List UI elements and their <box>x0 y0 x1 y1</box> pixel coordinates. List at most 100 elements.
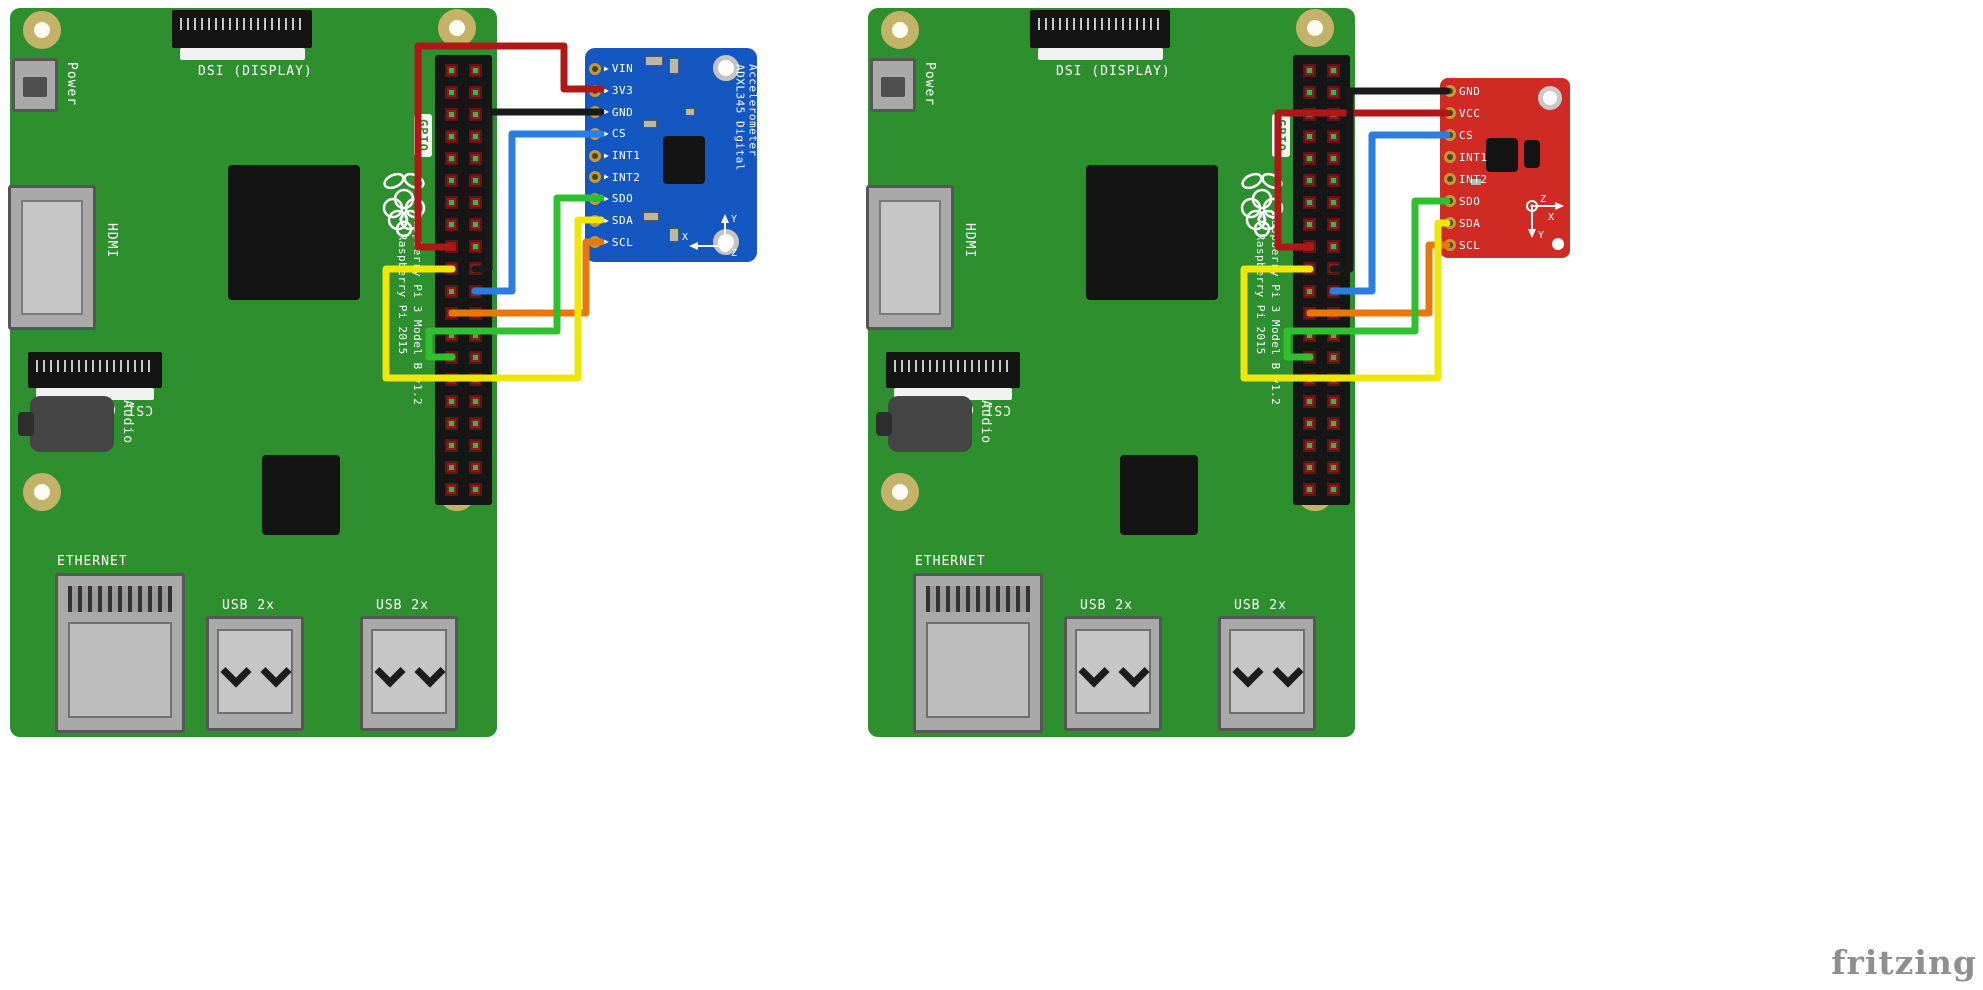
gpio-pin <box>468 152 482 166</box>
gpio-pin <box>1326 218 1340 232</box>
mounting-hole <box>1296 9 1334 47</box>
board-copyright: © Raspberry Pi 2015 <box>1254 213 1267 355</box>
gpio-pin <box>445 108 459 122</box>
power-label: Power <box>922 62 937 107</box>
usb-label: USB 2x <box>1080 598 1133 613</box>
adxl345-chip <box>663 136 705 184</box>
mounting-hole <box>438 9 476 47</box>
hdmi-label: HDMI <box>104 223 119 259</box>
gpio-pin <box>1303 240 1317 254</box>
gpio-pin <box>445 372 459 386</box>
adxl345-chip <box>1486 138 1518 172</box>
gpio-pin <box>1326 416 1340 430</box>
pin-label: CS <box>1459 128 1474 142</box>
axis-y-label: Y <box>731 214 737 225</box>
usb-label: USB 2x <box>376 598 429 613</box>
board-copyright: © Raspberry Pi 2015 <box>396 213 409 355</box>
soc-chip <box>228 165 360 300</box>
pin-pad-icon <box>589 171 601 184</box>
gpio-pin <box>468 86 482 100</box>
smd-component <box>669 228 679 242</box>
gpio-header <box>1293 55 1350 505</box>
usb-contact-icon <box>374 656 406 688</box>
gpio-pin <box>468 108 482 122</box>
dsi-connector <box>172 10 312 48</box>
usb-port <box>206 616 304 731</box>
pin-label: INT1 <box>611 149 641 163</box>
usb-contact-icon <box>260 656 292 688</box>
gpio-pin <box>468 218 482 232</box>
ethernet-port <box>55 573 185 733</box>
mounting-hole <box>23 473 61 511</box>
gpio-pin <box>445 328 459 342</box>
pin-arrow-icon: ▶ <box>604 85 609 95</box>
pin-label: GND <box>1459 84 1481 98</box>
audio-label: Audio <box>978 400 993 445</box>
gpio-pin <box>1326 86 1340 100</box>
power-label: Power <box>64 62 79 107</box>
pin-label: SCL <box>611 235 634 249</box>
usb-port <box>1218 616 1316 731</box>
fritzing-watermark: fritzing <box>1831 943 1977 982</box>
hdmi-connector <box>866 185 954 330</box>
raspberry-pi-board-right: DSI (DISPLAY) Power HDMI GPIO © Raspberr… <box>866 8 1355 737</box>
gpio-pin <box>468 306 482 320</box>
breakout-title-line: Accelerometer <box>746 64 760 157</box>
gpio-pin <box>1326 262 1340 276</box>
gpio-pin <box>1326 174 1340 188</box>
gpio-pin <box>1303 86 1317 100</box>
ethernet-label: ETHERNET <box>57 554 128 569</box>
breakout-pin-row: SCL <box>1442 234 1488 256</box>
breakout-pin-row: CS <box>1442 124 1488 146</box>
gpio-label: GPIO <box>414 114 432 157</box>
smd-component <box>643 212 659 221</box>
usb-contact-icon <box>1272 656 1304 688</box>
pin-label: SDA <box>611 214 634 228</box>
smd-component <box>1470 178 1482 186</box>
secondary-chip <box>262 455 340 535</box>
dsi-label: DSI (DISPLAY) <box>198 64 313 79</box>
gpio-pin <box>445 262 459 276</box>
pin-pad-icon <box>1444 239 1456 251</box>
gpio-pin <box>1303 372 1317 386</box>
gpio-pin <box>468 350 482 364</box>
usb-port <box>1064 616 1162 731</box>
gpio-pin <box>445 416 459 430</box>
usb-contact-icon <box>1232 656 1264 688</box>
dsi-label: DSI (DISPLAY) <box>1056 64 1171 79</box>
breakout-pin-list: GND VCC CS INT1 <box>1442 80 1488 256</box>
gpio-pin <box>1303 416 1317 430</box>
dsi-ribbon-tab <box>180 48 305 60</box>
pin-pad-icon <box>1444 85 1456 97</box>
gpio-pin <box>1326 64 1340 78</box>
gpio-pin <box>1303 306 1317 320</box>
usb-contact-icon <box>1118 656 1150 688</box>
gpio-pin <box>1326 372 1340 386</box>
gpio-pin <box>468 262 482 276</box>
gpio-pin <box>445 64 459 78</box>
gpio-pin <box>445 284 459 298</box>
board-title: Raspberry Pi 3 Model B v1.2 <box>1269 213 1282 406</box>
axis-indicator: X Y Z <box>1526 194 1564 241</box>
gpio-pin <box>1326 284 1340 298</box>
gpio-pin <box>445 482 459 496</box>
usb-contact-icon <box>414 656 446 688</box>
gpio-pin <box>445 130 459 144</box>
board-silkscreen-text: © Raspberry Pi 2015 Raspberry Pi 3 Model… <box>396 213 424 405</box>
axis-z-label: Z <box>1540 194 1546 205</box>
gpio-pin <box>445 152 459 166</box>
gpio-pin <box>468 394 482 408</box>
gpio-pin <box>468 372 482 386</box>
pin-pad-icon <box>1444 107 1456 119</box>
usb-contact-icon <box>220 656 252 688</box>
gpio-pin <box>468 328 482 342</box>
gpio-pin <box>468 438 482 452</box>
pin-pad-icon <box>589 62 601 75</box>
gpio-pin <box>445 306 459 320</box>
breakout-pin-row: VCC <box>1442 102 1488 124</box>
pin-pad-icon <box>589 192 601 205</box>
gpio-pin <box>1303 350 1317 364</box>
pin-label: VCC <box>1459 106 1481 120</box>
gpio-pin <box>1303 482 1317 496</box>
